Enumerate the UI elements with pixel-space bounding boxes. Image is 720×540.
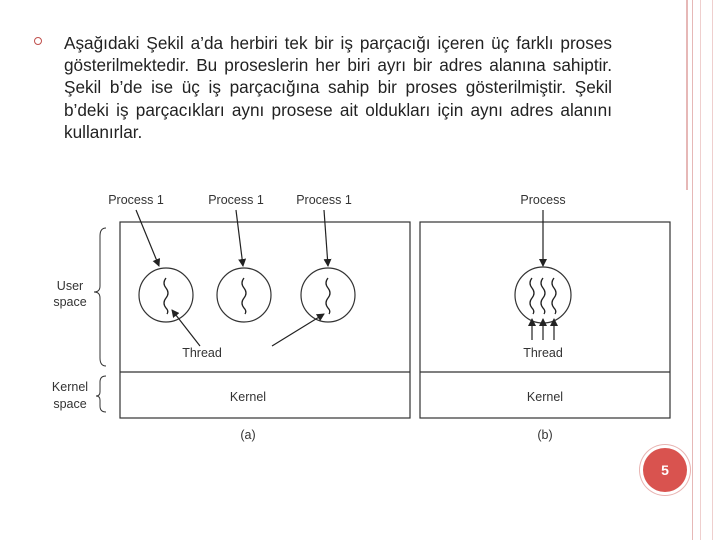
kernel-label-b: Kernel — [527, 390, 563, 404]
process-label-a1: Process 1 — [108, 193, 164, 207]
bullet-icon — [34, 37, 42, 45]
thread-squiggle-a2 — [241, 277, 247, 315]
kernel-label-a: Kernel — [230, 390, 266, 404]
decorative-line — [686, 0, 688, 190]
user-space-label: User — [57, 279, 83, 293]
arrow-process-a3 — [323, 209, 332, 267]
arrow-process-a1 — [135, 209, 161, 267]
thread-squiggle-a3 — [325, 277, 331, 315]
process-circle-a1 — [138, 267, 194, 323]
thread-squiggle-b3 — [551, 277, 557, 315]
decorative-line — [692, 0, 693, 540]
kernel-space-brace — [95, 375, 107, 413]
thread-squiggle-b2 — [540, 277, 546, 315]
thread-model-figure: User space Kernel space Process 1 Proces… — [40, 180, 680, 450]
kernel-space-label: Kernel — [52, 380, 88, 394]
process-circle-a3 — [300, 267, 356, 323]
process-label-a2: Process 1 — [208, 193, 264, 207]
kernel-space-label: space — [53, 397, 86, 411]
decorative-line — [712, 0, 713, 540]
process-circle-b — [514, 266, 572, 324]
process-circle-a2 — [216, 267, 272, 323]
thread-squiggle-a1 — [163, 277, 169, 315]
caption-a: (a) — [240, 428, 255, 442]
arrow-thread-a1 — [171, 309, 201, 347]
arrow-process-a2 — [235, 209, 247, 267]
user-space-label: space — [53, 295, 86, 309]
process-label-a3: Process 1 — [296, 193, 352, 207]
decorative-line — [700, 0, 701, 540]
arrow-thread-a3 — [271, 313, 325, 347]
user-space-brace — [93, 227, 107, 367]
process-label-b: Process — [520, 193, 565, 207]
caption-b: (b) — [537, 428, 552, 442]
thread-label-a: Thread — [182, 346, 222, 360]
page-number-badge: 5 — [643, 448, 687, 492]
slide-body-text: Aşağıdaki Şekil a’da herbiri tek bir iş … — [64, 33, 612, 142]
thread-label-b: Thread — [523, 346, 563, 360]
thread-squiggle-b1 — [529, 277, 535, 315]
